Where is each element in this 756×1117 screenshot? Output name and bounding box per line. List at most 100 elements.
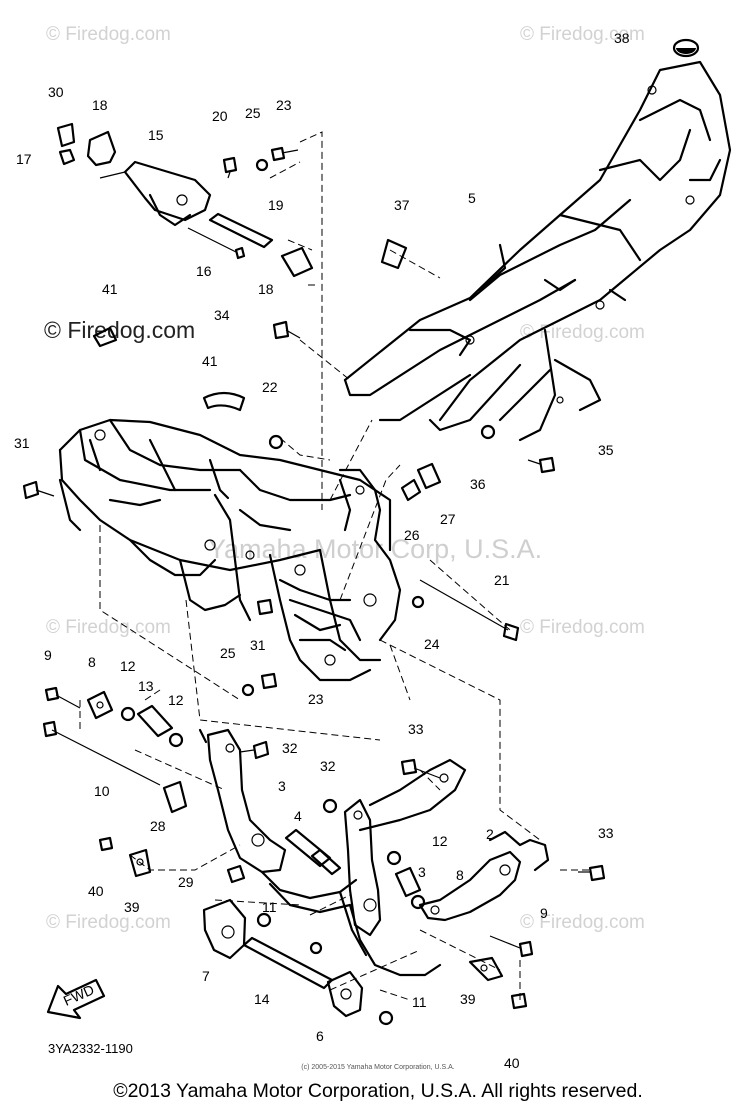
lower-cradle-pipe — [260, 870, 442, 977]
main-frame-part-1 — [58, 418, 402, 682]
bushing-part-27 — [416, 462, 442, 490]
assembly-dashed-lines — [79, 131, 590, 1001]
collar-part-3-right — [394, 866, 422, 898]
bolt-part-31-left — [22, 480, 55, 500]
mount-part-6 — [326, 970, 364, 1018]
callout-label: 25 — [245, 105, 261, 121]
washer-part-12-left-b — [168, 732, 184, 748]
callout-label: 28 — [150, 818, 166, 834]
callout-label: 23 — [276, 97, 292, 113]
callout-label: 32 — [320, 758, 336, 774]
callout-label: 37 — [394, 197, 410, 213]
callout-label: 30 — [48, 84, 64, 100]
bolt-part-33-right — [578, 864, 606, 882]
engine-bracket-part-3-left — [198, 728, 287, 874]
collar-part-30 — [56, 122, 76, 148]
shaft-part-19 — [208, 212, 274, 249]
callout-label: 19 — [268, 197, 284, 213]
bracket-part-2 — [418, 830, 550, 922]
callout-label: 3 — [418, 864, 426, 880]
nut-part-24 — [411, 595, 425, 609]
bolt-part-23-lower — [260, 672, 278, 690]
nut-part-26 — [400, 478, 422, 502]
callout-label: 4 — [294, 808, 302, 824]
bolt-part-32-left — [239, 740, 270, 760]
callout-label: 2 — [486, 826, 494, 842]
footer-copyright: ©2013 Yamaha Motor Corporation, U.S.A. A… — [113, 1080, 643, 1102]
callout-label: 31 — [250, 637, 266, 653]
svg-text:© Firedog.com: © Firedog.com — [520, 322, 645, 343]
watermark-mid-right: © Firedog.com — [520, 322, 645, 343]
watermark-top-left: © Firedog.com — [46, 24, 171, 45]
shaft-part-4 — [284, 828, 342, 876]
grommet-part-37 — [380, 238, 408, 270]
washer-part-12-left-a — [120, 706, 136, 722]
engine-mount-bracket-part-15 — [99, 160, 212, 227]
bushing-part-18-upper — [86, 130, 117, 167]
bracket-part-39-right — [468, 956, 504, 982]
bolt-part-34 — [272, 320, 301, 340]
callout-label: 13 — [138, 678, 154, 694]
bolt-part-9-left — [44, 686, 81, 709]
shaft-part-14 — [242, 936, 334, 990]
watermark-lower-right: © Firedog.com — [520, 617, 645, 638]
watermark-mid-left: © Firedog.com — [44, 317, 195, 343]
callout-label: 40 — [88, 883, 104, 899]
callout-label: 39 — [460, 991, 476, 1007]
washer-part-12-right — [386, 850, 402, 866]
nut-part-36 — [480, 424, 496, 440]
svg-text:© Firedog.com: © Firedog.com — [46, 617, 171, 638]
callout-label: 14 — [254, 991, 270, 1007]
callout-label: 24 — [424, 636, 440, 652]
callout-label: 11 — [412, 994, 427, 1010]
callout-label: 7 — [202, 968, 210, 984]
callout-label: 38 — [614, 30, 630, 46]
callout-label: 40 — [504, 1055, 520, 1071]
watermark-lower-left: © Firedog.com — [46, 617, 171, 638]
bolt-part-29 — [226, 864, 246, 884]
nut-part-32-middle — [322, 798, 338, 814]
bolt-part-40-right — [510, 992, 528, 1010]
nut-part-11-lower — [378, 1010, 394, 1026]
bolt-part-35 — [527, 456, 556, 474]
bolt-part-9-right — [489, 935, 534, 958]
fwd-label: FWD — [61, 981, 97, 1009]
cap-part-38 — [672, 38, 700, 58]
bolt-part-33-upper — [400, 758, 441, 779]
washer-part-8-right — [410, 894, 426, 910]
svg-text:© Firedog.com: © Firedog.com — [520, 24, 645, 45]
callout-label: 21 — [494, 572, 510, 588]
bolt-part-40-left — [98, 836, 114, 852]
callout-label: 11 — [262, 899, 277, 915]
svg-text:© Firedog.com: © Firedog.com — [520, 912, 645, 933]
nut-part-25-upper — [255, 158, 269, 172]
nut-part-25-lower — [241, 683, 255, 697]
collar-part-13 — [136, 704, 174, 738]
bushing-part-18-lower — [280, 246, 314, 278]
svg-text:© Firedog.com: © Firedog.com — [520, 617, 645, 638]
callout-label: 34 — [214, 307, 230, 323]
callout-label: 26 — [404, 527, 420, 543]
callout-label: 39 — [124, 899, 140, 915]
bracket-part-39-left — [128, 848, 152, 878]
collar-part-28 — [162, 780, 188, 814]
bolt-part-20 — [222, 156, 238, 179]
callout-label: 9 — [540, 905, 548, 921]
plate-part-8-left — [86, 690, 114, 720]
callout-label: 6 — [316, 1028, 324, 1044]
bolt-part-31-middle — [256, 598, 274, 616]
diagram-code: 3YA2332-1190 — [48, 1041, 133, 1056]
svg-text:© Firedog.com: © Firedog.com — [46, 24, 171, 45]
callout-label: 33 — [408, 721, 424, 737]
nut-part-11-upper — [256, 912, 272, 928]
callout-label: 27 — [440, 511, 456, 527]
callout-label: 3 — [278, 778, 286, 794]
callout-label: 22 — [262, 379, 278, 395]
bolt-part-21 — [419, 579, 520, 642]
engine-bracket-part-3-right — [343, 758, 467, 937]
callout-label: 23 — [308, 691, 324, 707]
watermark-bottom-right: © Firedog.com — [520, 912, 645, 933]
mount-part-7 — [202, 898, 247, 960]
callout-label: 36 — [470, 476, 486, 492]
